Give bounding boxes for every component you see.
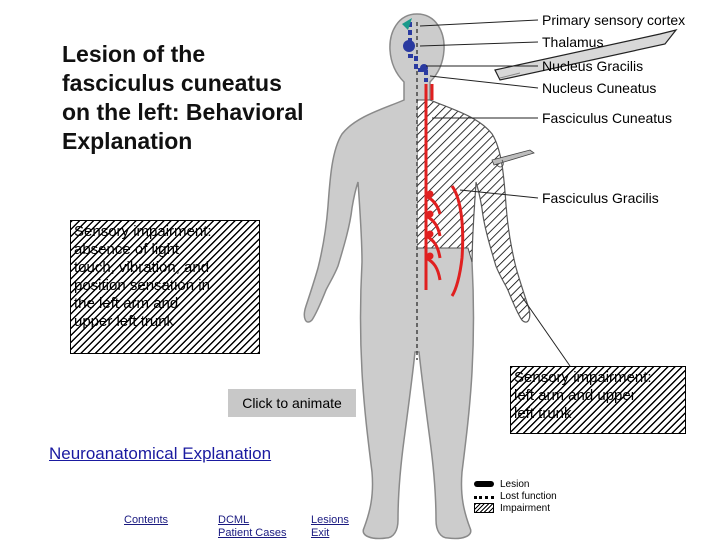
page-title: Lesion of the fasciculus cuneatus on the…: [62, 40, 342, 156]
legend-row-lesion: Lesion: [474, 478, 557, 490]
cortex-marker-icon: [402, 18, 412, 30]
legend-lesion-label: Lesion: [500, 478, 530, 490]
label-fasciculus-gracilis: Fasciculus Gracilis: [542, 190, 659, 206]
left-box-line-3: touch, vibration, and: [74, 259, 210, 276]
title-line-3: on the left: Behavioral: [62, 99, 304, 125]
title-line-1: Lesion of the: [62, 41, 206, 67]
label-nucleus-cuneatus: Nucleus Cuneatus: [542, 80, 657, 96]
legend-row-lost-function: Lost function: [474, 490, 557, 502]
legend-lost-function-label: Lost function: [500, 490, 557, 502]
nav-lesions-exit-link[interactable]: Lesions Exit: [311, 514, 349, 540]
legend-lost-function-key: [474, 495, 494, 499]
label-thalamus: Thalamus: [542, 34, 604, 50]
lesion-blade-icon: [491, 149, 535, 168]
nav-contents-label: Contents: [124, 514, 169, 526]
nav-dcml-label: DCML: [218, 514, 250, 526]
right-box-line-2: left arm and upper: [514, 387, 636, 404]
legend: Lesion Lost function Impairment: [474, 478, 557, 514]
impairment-box-left: Sensory impairment: absence of light tou…: [70, 220, 260, 354]
nav-patient-cases-label: Patient Cases: [218, 527, 287, 539]
title-line-2: fasciculus cuneatus: [62, 70, 282, 96]
impairment-hatch-body: [417, 99, 531, 323]
nav-exit-label: Exit: [311, 527, 330, 539]
right-box-line-1: Sensory impairment:: [514, 369, 652, 386]
neuroanatomical-explanation-link[interactable]: Neuroanatomical Explanation: [49, 444, 272, 463]
left-box-line-2: absence of light: [74, 241, 180, 258]
label-nucleus-gracilis: Nucleus Gracilis: [542, 58, 644, 74]
red-pathway: [424, 84, 465, 297]
animate-button[interactable]: Click to animate: [228, 389, 356, 417]
legend-impairment-key: [474, 503, 494, 513]
leader-lines: [419, 19, 571, 367]
right-box-line-3: left trunk: [514, 405, 572, 422]
legend-impairment-label: Impairment: [500, 502, 551, 514]
scalpel-icon: [494, 28, 678, 81]
impairment-box-right: Sensory impairment: left arm and upper l…: [510, 366, 686, 434]
left-box-line-5: the left arm and: [74, 295, 179, 312]
legend-lesion-key: [474, 481, 494, 487]
nav-dcml-patient-cases-link[interactable]: DCML Patient Cases: [218, 514, 286, 540]
title-line-4: Explanation: [62, 128, 193, 154]
nav-contents-link[interactable]: Contents: [124, 514, 168, 527]
label-primary-sensory-cortex: Primary sensory cortex: [542, 12, 686, 28]
label-fasciculus-cuneatus: Fasciculus Cuneatus: [542, 110, 672, 126]
legend-row-impairment: Impairment: [474, 502, 557, 514]
left-box-line-4: position sensation in: [74, 277, 210, 294]
left-box-line-6: upper left trunk: [74, 313, 175, 330]
red-pathway-nodes: [426, 190, 434, 260]
left-box-line-1: Sensory impairment:: [74, 223, 212, 240]
nav-lesions-label: Lesions: [311, 514, 349, 526]
